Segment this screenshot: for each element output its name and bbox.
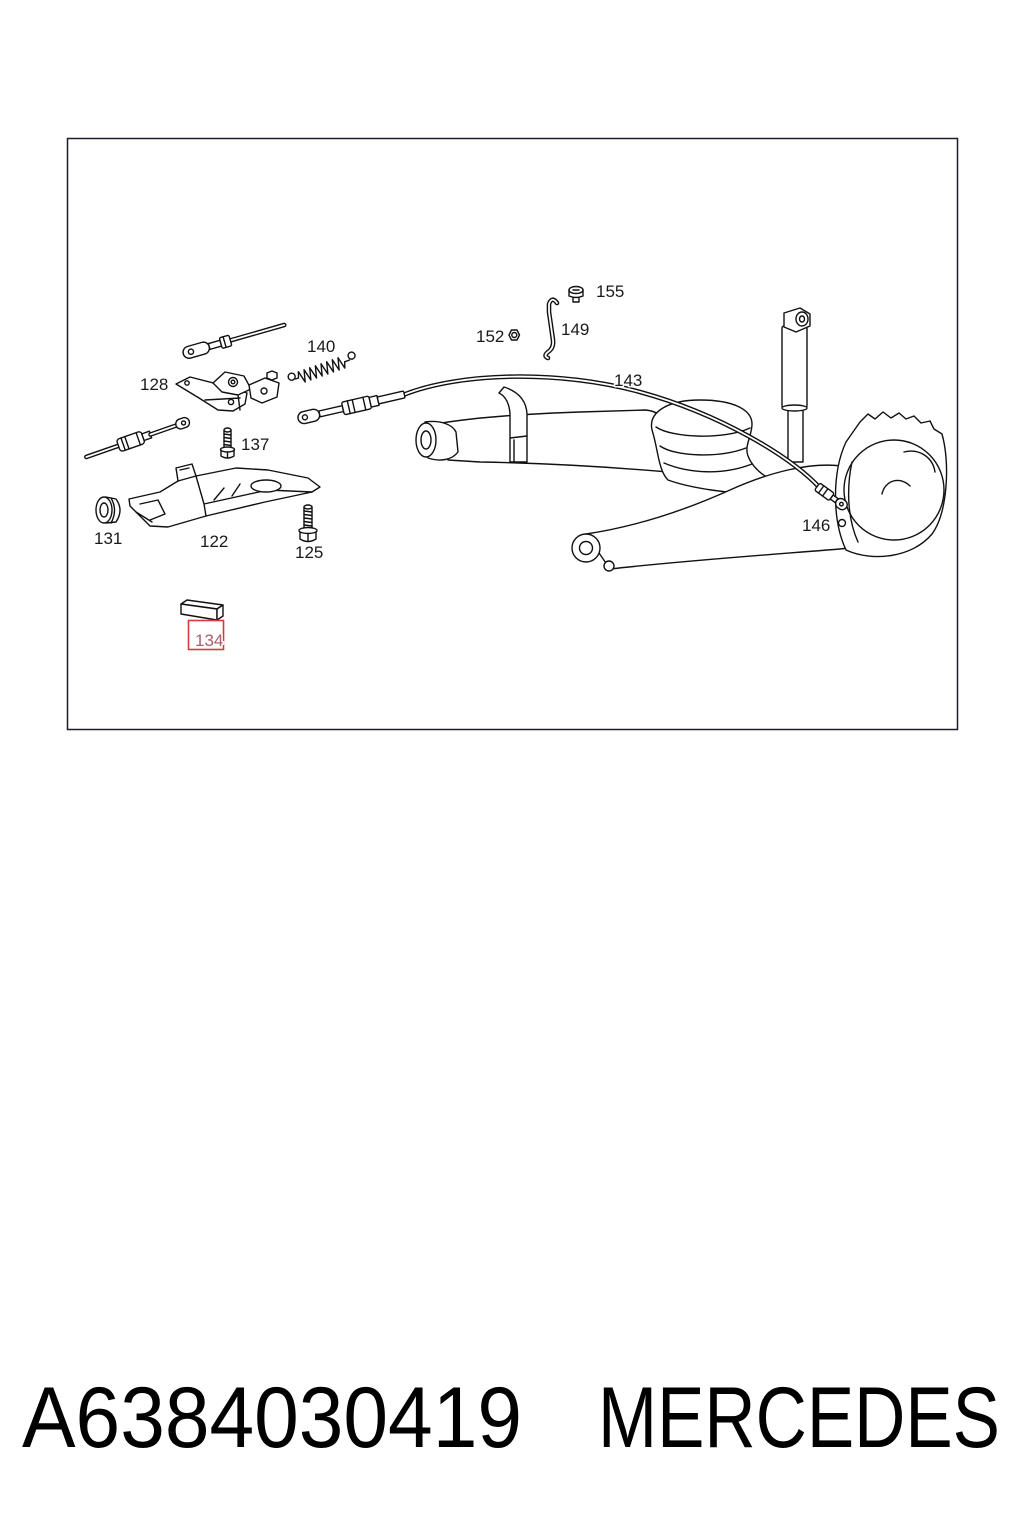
part-137-bolt	[219, 427, 236, 459]
part-155-screw	[568, 285, 584, 303]
callout-146: 146	[802, 516, 830, 535]
upper-cable-end	[182, 322, 287, 359]
callout-134-highlighted: 134	[195, 631, 223, 650]
part-125-bolt	[298, 504, 318, 543]
callout-137: 137	[241, 435, 269, 454]
rear-axle-arm	[415, 386, 669, 473]
callout-128: 128	[140, 375, 168, 394]
part-122-mounting-plate	[128, 463, 321, 528]
brand-caption: MERCEDES	[598, 1370, 1000, 1466]
part-149-spring-clip	[543, 297, 560, 361]
cable-front-fitting	[297, 390, 406, 425]
part-143-brake-cable	[297, 374, 848, 511]
rear-axle-lower-arm	[571, 464, 853, 572]
part-131-grommet	[95, 496, 121, 524]
callout-155: 155	[596, 282, 624, 301]
part-128-lever-bracket	[175, 370, 280, 412]
cable-rear-fitting	[814, 482, 848, 511]
lower-left-cable-end	[84, 416, 191, 460]
part-140-spring	[287, 351, 356, 383]
callout-140: 140	[307, 337, 335, 356]
diagram-frame	[66, 137, 959, 731]
callout-131: 131	[94, 529, 122, 548]
callout-122: 122	[200, 532, 228, 551]
axle-center-housing	[650, 399, 773, 495]
part-152-nut	[508, 329, 521, 341]
shock-absorber	[781, 307, 811, 463]
part-number-caption: A6384030419	[22, 1370, 522, 1466]
callout-125: 125	[295, 543, 323, 562]
callout-152: 152	[476, 327, 504, 346]
part-134-block	[180, 599, 224, 621]
highlight-box	[187, 619, 225, 651]
brake-backing-plate	[834, 411, 948, 558]
callout-149: 149	[561, 320, 589, 339]
callout-143: 143	[614, 371, 642, 390]
